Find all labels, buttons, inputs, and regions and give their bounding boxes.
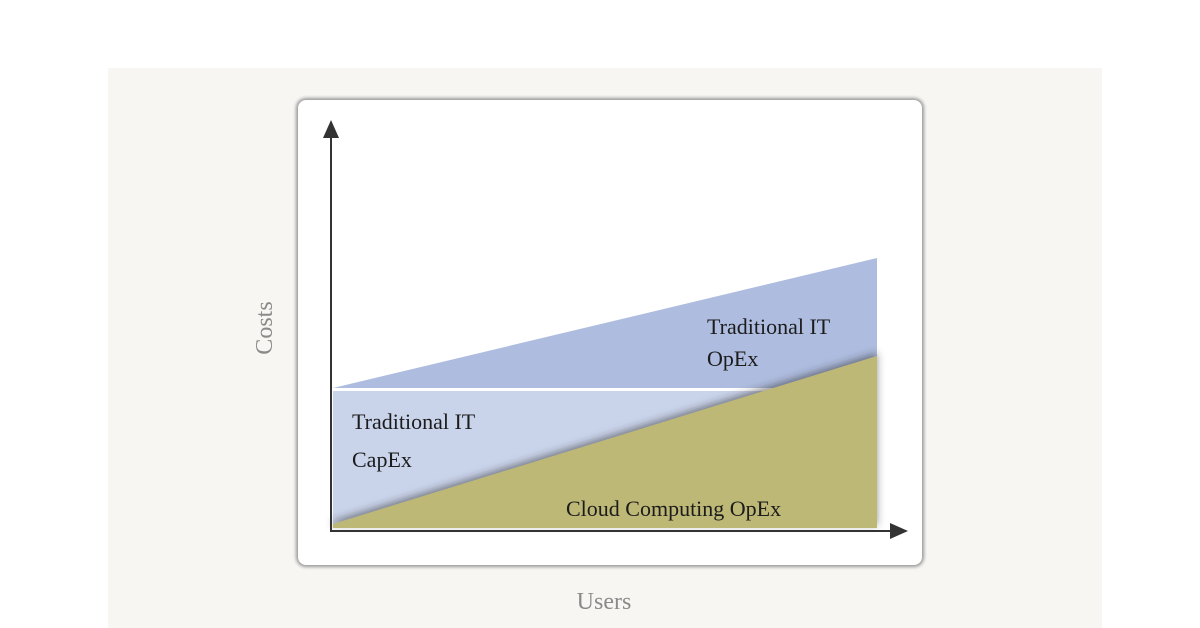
opex-label-line1: Traditional IT <box>707 314 831 339</box>
capex-label-line2: CapEx <box>352 447 412 472</box>
opex-label-line2: OpEx <box>707 346 758 371</box>
y-axis-label: Costs <box>252 301 278 354</box>
cloud-opex-area <box>333 356 877 528</box>
x-axis-label: Users <box>577 589 632 615</box>
capex-label-line1: Traditional IT <box>352 409 476 434</box>
cloud-label: Cloud Computing OpEx <box>566 496 781 521</box>
traditional-opex-area <box>333 258 877 388</box>
